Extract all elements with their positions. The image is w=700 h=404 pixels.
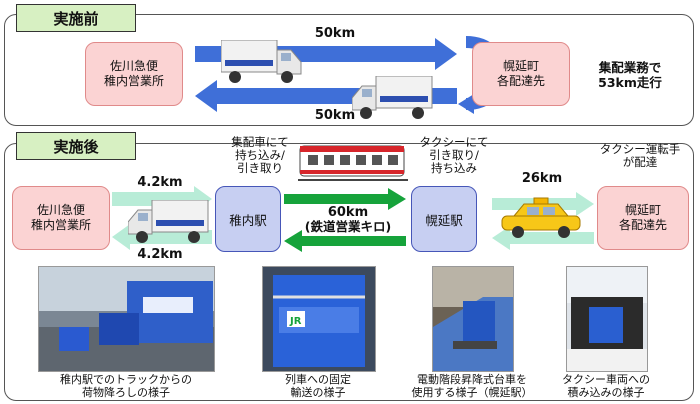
after-destination-line2: 各配達先 xyxy=(618,218,667,232)
after-truck xyxy=(128,200,209,243)
before-truck-bottom xyxy=(352,76,433,119)
rail-distance: 60km xyxy=(327,205,369,220)
station-horonobe-note-2: 引き取り/ xyxy=(429,148,479,162)
photo-caption-3-line1: 電動階段昇降式台車を xyxy=(417,373,527,386)
taxi-note-2: が配達 xyxy=(622,155,658,169)
station-wakkanai: 稚内駅 xyxy=(215,186,281,252)
photo-caption-1-line2: 荷物降ろしの様子 xyxy=(82,386,170,399)
photo-caption-4-line2: 積み込みの様子 xyxy=(567,386,645,399)
photo-caption-2-line1: 列車への固定 xyxy=(285,373,351,386)
before-distance-top: 50km xyxy=(314,26,356,41)
photo-caption-3-line2: 使用する様子（幌延駅） xyxy=(411,386,533,399)
photo-train-fixing-art: JR xyxy=(273,275,365,367)
photo-taxi-loading-art xyxy=(567,267,647,371)
photo-caption-4: タクシー車両への 積み込みの様子 xyxy=(531,373,681,399)
before-tag: 実施前 xyxy=(16,4,136,32)
rail-arrow-left xyxy=(284,230,406,252)
photo-caption-4-line1: タクシー車両への xyxy=(562,373,650,386)
after-destination-box: 幌延町 各配達先 xyxy=(597,186,689,250)
before-note-line2: 53km走行 xyxy=(598,75,662,90)
before-distance-bottom: 50km xyxy=(314,108,356,123)
photo-jr-label: JR xyxy=(289,316,302,327)
taxi-icon xyxy=(501,197,581,238)
station-wakkanai-note-2: 持ち込み/ xyxy=(235,148,285,162)
photo-caption-3: 電動階段昇降式台車を 使用する様子（幌延駅） xyxy=(397,373,547,399)
photo-truck-unloading xyxy=(38,266,215,372)
photo-caption-1-line1: 稚内駅でのトラックからの xyxy=(60,373,192,386)
photo-caption-1: 稚内駅でのトラックからの 荷物降ろしの様子 xyxy=(51,373,201,399)
before-origin-line1: 佐川急便 xyxy=(109,59,158,73)
photo-train-fixing: JR xyxy=(262,266,376,372)
before-destination-line2: 各配達先 xyxy=(496,74,545,88)
station-horonobe-note-3: 持ち込み xyxy=(431,161,477,175)
photo-taxi-loading xyxy=(566,266,648,372)
photo-truck-unloading-art xyxy=(39,267,214,371)
before-note: 集配業務で 53km走行 xyxy=(575,60,685,90)
after-dist-left-bottom: 4.2km xyxy=(137,247,183,262)
before-note-line1: 集配業務で xyxy=(598,60,662,75)
photo-caption-2-line2: 輸送の様子 xyxy=(290,386,346,399)
station-wakkanai-note-3: 引き取り xyxy=(237,161,283,175)
photo-stair-cart xyxy=(432,266,514,372)
train-icon xyxy=(298,145,408,181)
before-destination-line1: 幌延町 xyxy=(502,59,539,73)
station-horonobe-note-1: タクシーにて xyxy=(419,135,489,149)
before-truck-top xyxy=(221,40,302,83)
photo-caption-2: 列車への固定 輸送の様子 xyxy=(243,373,393,399)
station-horonobe-note: タクシーにて 引き取り/ 持ち込み xyxy=(410,136,498,175)
rail-arrow-right xyxy=(284,188,406,210)
before-origin-box: 佐川急便 稚内営業所 xyxy=(85,42,183,106)
taxi-note-1: タクシー運転手 xyxy=(599,142,681,156)
after-origin-line2: 稚内営業所 xyxy=(30,218,91,232)
before-destination-box: 幌延町 各配達先 xyxy=(472,42,570,106)
station-horonobe: 幌延駅 xyxy=(411,186,477,252)
taxi-distance: 26km xyxy=(521,171,563,186)
after-dist-left-top: 4.2km xyxy=(137,175,183,190)
station-wakkanai-note: 集配車にて 持ち込み/ 引き取り xyxy=(222,136,298,175)
after-origin-box: 佐川急便 稚内営業所 xyxy=(12,186,110,250)
after-origin-line1: 佐川急便 xyxy=(36,203,85,217)
before-origin-line2: 稚内営業所 xyxy=(103,74,164,88)
taxi-note: タクシー運転手 が配達 xyxy=(590,143,690,169)
rail-distance-note: (鉄道営業キロ) xyxy=(304,219,392,234)
station-wakkanai-note-1: 集配車にて xyxy=(231,135,289,149)
photo-stair-cart-art xyxy=(433,267,513,371)
after-tag: 実施後 xyxy=(16,132,136,160)
after-destination-line1: 幌延町 xyxy=(624,203,661,217)
